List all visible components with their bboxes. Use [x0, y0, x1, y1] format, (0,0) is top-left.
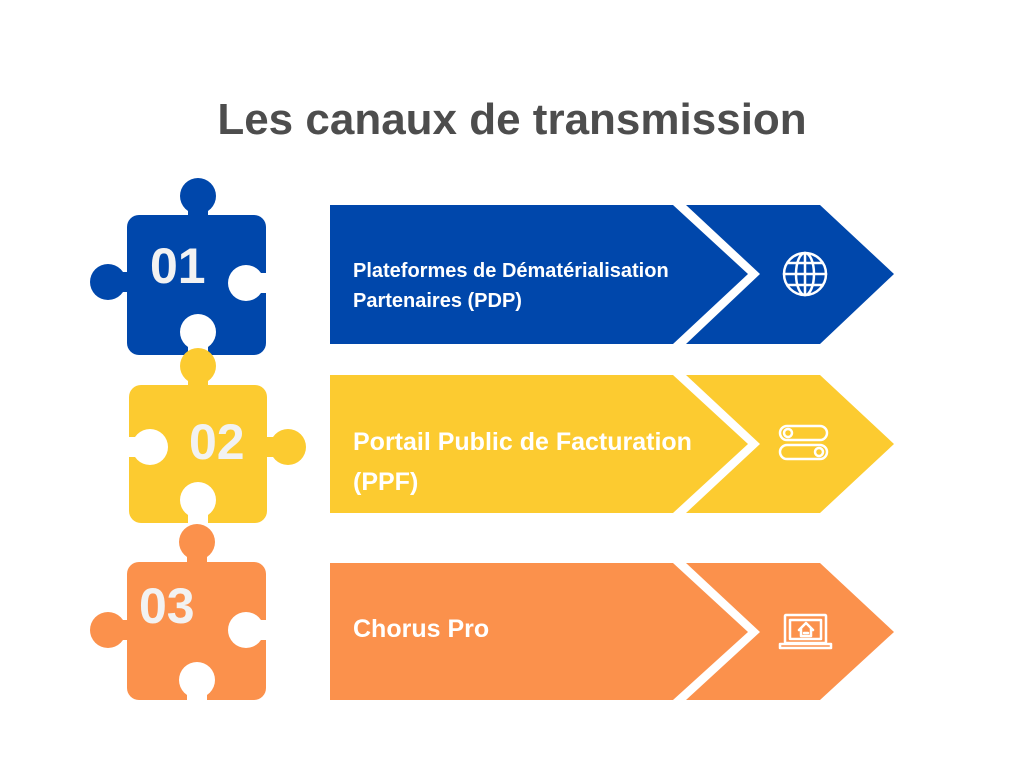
puzzle-piece-01 — [90, 178, 268, 356]
puzzle-piece-02 — [126, 348, 306, 524]
step-02: 02 Portail Public de Facturation (PPF) — [126, 348, 894, 524]
arrow-body — [330, 375, 748, 513]
puzzle-piece-03 — [90, 524, 268, 702]
step-label-line: Portail Public de Facturation — [353, 428, 692, 456]
laptop-home-icon — [778, 613, 833, 650]
page-title: Les canaux de transmission — [217, 95, 806, 144]
arrow-body — [330, 563, 748, 700]
toggle-switches-icon — [778, 424, 829, 461]
step-label-line: Partenaires (PDP) — [353, 290, 522, 312]
arrow-body — [330, 205, 748, 344]
step-number: 03 — [139, 578, 195, 634]
step-number: 01 — [150, 238, 206, 294]
globe-icon — [782, 251, 828, 297]
step-label-line: Plateformes de Dématérialisation — [353, 260, 669, 282]
step-label-line: (PPF) — [353, 468, 418, 496]
step-number: 02 — [189, 414, 245, 470]
step-01: 01 Plateformes de Dématérialisation Part… — [90, 178, 894, 356]
step-03: 03 Chorus Pro — [90, 524, 894, 702]
step-label-line: Chorus Pro — [353, 615, 489, 643]
